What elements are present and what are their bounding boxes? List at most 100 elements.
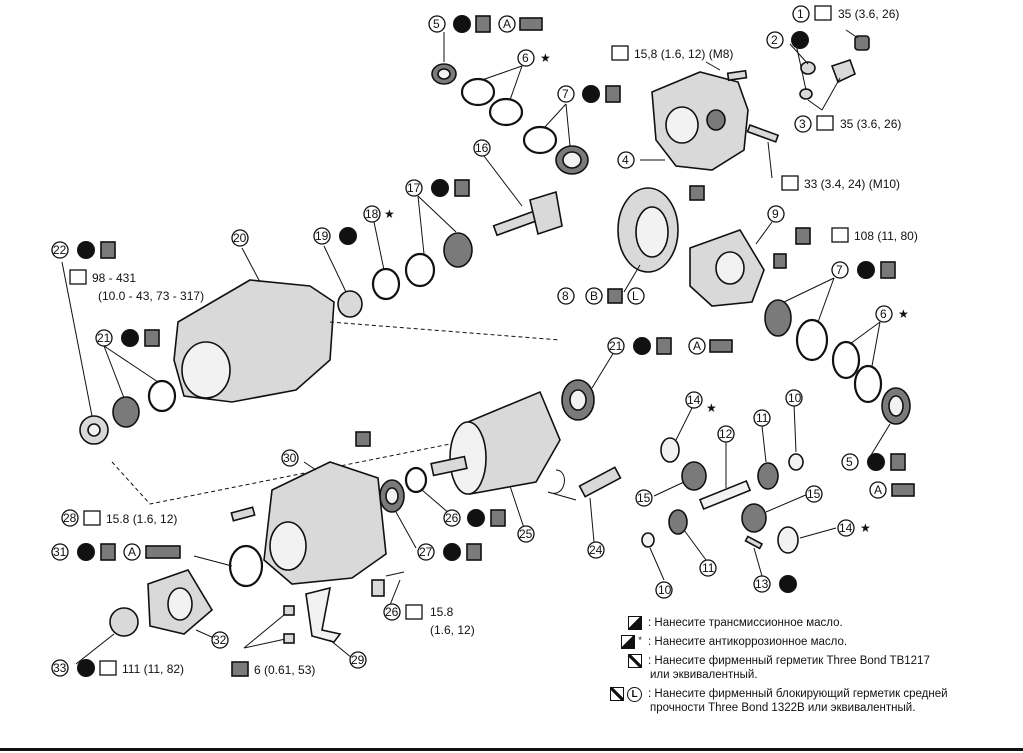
- torque-28: 15.8 (1.6, 12): [106, 512, 177, 526]
- companion-flange: [147, 569, 215, 639]
- legend-row-anticorrosion-oil: * : Нанесите антикоррозионное масло.: [584, 635, 1020, 649]
- callout-19: 19: [315, 229, 329, 243]
- torque-26-line2: (1.6, 12): [430, 623, 475, 637]
- companion-flange-set: [103, 345, 177, 428]
- legend-locking-line2: прочности Three Bond 1322B или эквивален…: [650, 702, 916, 714]
- drive-pinion-nut: [61, 261, 109, 445]
- collapsible-spacer: [371, 221, 401, 301]
- torque-wrench-icon: [99, 660, 117, 676]
- motor-housing: [263, 431, 387, 585]
- bolt-m8: [705, 61, 748, 82]
- callout-18: 18: [365, 207, 379, 221]
- carrier-housing: [173, 247, 335, 403]
- callout-11-upper: 11: [756, 411, 769, 425]
- callout-6-right: 6: [880, 307, 887, 321]
- sealant-icon: [628, 654, 642, 668]
- star-icon: ★: [898, 307, 909, 321]
- callout-21-left: 21: [97, 331, 111, 345]
- drive-pinion: [483, 155, 563, 237]
- sealant-icon: [355, 431, 371, 447]
- legend-sealant-line1: : Нанесите фирменный герметик Three Bond…: [648, 655, 930, 667]
- oil-icon: [454, 179, 470, 197]
- torque-wrench-icon: [814, 5, 832, 21]
- torque-wrench-icon: [611, 45, 629, 61]
- callout-9: 9: [772, 207, 779, 221]
- callout-22: 22: [53, 243, 67, 257]
- callout-15-right: 15: [807, 487, 821, 501]
- legend-sealant-line2: или эквивалентный.: [650, 669, 758, 681]
- callout-1: 1: [797, 7, 804, 21]
- oil-seal-31: [193, 544, 264, 588]
- shims-right: [831, 321, 883, 404]
- mark-a-right: A: [874, 483, 882, 497]
- grease-icon: [519, 17, 543, 31]
- callout-5-upper: 5: [433, 17, 440, 31]
- legend: : Нанесите трансмиссионное масло. * : На…: [584, 616, 1020, 720]
- star-icon: ★: [384, 207, 395, 221]
- bearing-lower-right: [764, 277, 835, 362]
- replace-icon: [779, 575, 797, 593]
- replace-icon: [77, 241, 95, 259]
- callout-32: 32: [213, 633, 227, 647]
- mark-a-upper: A: [503, 17, 511, 31]
- bearing-upper: [522, 103, 589, 175]
- mark-b: B: [590, 289, 598, 303]
- pinion-bearing: [404, 195, 473, 288]
- torque-22-line2: (10.0 - 43, 73 - 317): [98, 289, 204, 303]
- callout-2: 2: [771, 33, 778, 47]
- replace-icon: [77, 659, 95, 677]
- ring-gear: [617, 187, 679, 293]
- oil-icon: [880, 261, 896, 279]
- oil-icon: [628, 616, 642, 630]
- torque-26-line1: 15.8: [430, 605, 454, 619]
- oil-seal-right: [867, 387, 911, 461]
- torque-1: 35 (3.6, 26): [838, 7, 899, 21]
- torque-29: 6 (0.61, 53): [254, 663, 315, 677]
- differential-case: [689, 221, 787, 307]
- sealant-icon: [607, 288, 623, 304]
- callout-26-washer: 26: [445, 511, 459, 525]
- callout-10-upper: 10: [788, 391, 802, 405]
- callout-15-left: 15: [637, 491, 651, 505]
- oil-icon: [656, 337, 672, 355]
- replace-icon: [633, 337, 651, 355]
- oil-icon: [605, 85, 621, 103]
- sealant-icon: [689, 185, 705, 201]
- callout-12: 12: [719, 427, 733, 441]
- torque-33: 111 (11, 82): [122, 662, 184, 676]
- callout-20: 20: [233, 231, 247, 245]
- rear-cover-part: [640, 71, 749, 201]
- torque-wrench-icon: [405, 604, 423, 620]
- anticorrosion-oil-icon: [100, 241, 116, 259]
- callout-3: 3: [799, 117, 806, 131]
- torque-wrench-icon: [69, 269, 87, 285]
- side-gears: [641, 403, 837, 581]
- flange-nut: [75, 607, 139, 665]
- callout-10-lower: 10: [658, 583, 672, 597]
- mark-l-legend: L: [627, 687, 642, 702]
- replace-icon: [453, 15, 471, 33]
- bolt-m10: [746, 124, 780, 179]
- sealant-icon: [610, 687, 624, 701]
- callout-16: 16: [475, 141, 489, 155]
- torque-9: 108 (11, 80): [854, 229, 918, 243]
- bracket-29: [243, 586, 353, 659]
- legend-row-sealant: : Нанесите фирменный герметик Three Bond…: [584, 654, 1020, 682]
- callout-28: 28: [63, 511, 77, 525]
- torque-wrench-icon: [831, 227, 849, 243]
- wiring-harness: [547, 466, 622, 543]
- replace-icon: [443, 543, 461, 561]
- callout-17: 17: [407, 181, 421, 195]
- bolt-28: [230, 506, 256, 522]
- callout-7-right: 7: [836, 263, 843, 277]
- oil-icon: [490, 509, 506, 527]
- callout-24: 24: [589, 543, 603, 557]
- anticorrosion-oil-icon: [795, 227, 811, 245]
- torque-22-line1: 98 - 431: [92, 271, 136, 285]
- torque-m8: 15,8 (1.6, 12) (M8): [634, 47, 733, 61]
- replace-icon: [121, 329, 139, 347]
- drain-plug-part: [789, 43, 856, 111]
- grease-icon: [145, 545, 181, 559]
- oil-icon: [890, 453, 906, 471]
- callout-13: 13: [755, 577, 769, 591]
